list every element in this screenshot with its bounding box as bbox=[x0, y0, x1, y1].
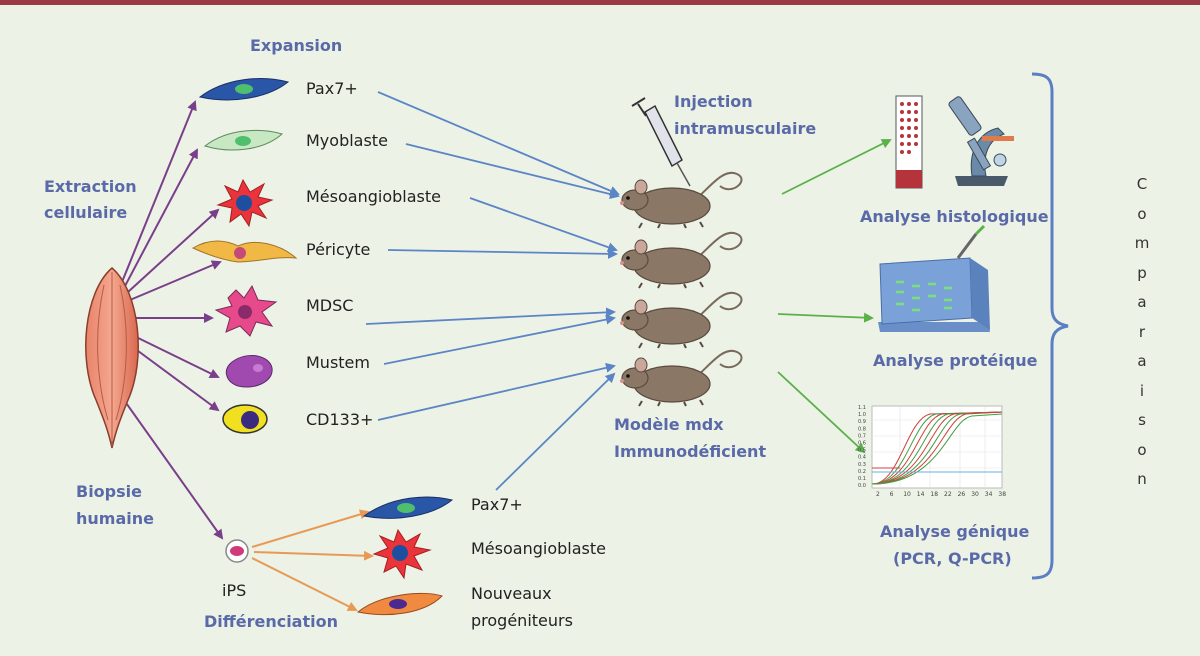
comparison-letter: n bbox=[1137, 470, 1147, 488]
comparison-letter: a bbox=[1137, 352, 1147, 370]
heading-differentiation: Différenciation bbox=[204, 612, 338, 631]
heading-model-1: Modèle mdx bbox=[614, 415, 724, 434]
pcr-x-tick: 26 bbox=[958, 491, 966, 498]
comparison-letter: o bbox=[1137, 204, 1147, 223]
ips-cell-mesoangioblaste-icon bbox=[372, 528, 432, 580]
cell-mesoangioblaste-icon bbox=[216, 178, 274, 228]
pcr-y-tick: 0.0 bbox=[858, 483, 866, 489]
cell-pax7-icon bbox=[198, 78, 290, 101]
heading-biopsy-1: Biopsie bbox=[76, 482, 142, 501]
top-bar bbox=[0, 0, 1200, 5]
syringe-icon bbox=[631, 97, 691, 187]
ips-cell-progenitor-icon bbox=[356, 592, 443, 616]
comparison-letter: s bbox=[1138, 411, 1146, 429]
ips-cell-icon bbox=[225, 539, 249, 563]
cell-label-mdsc: MDSC bbox=[306, 296, 354, 315]
pcr-x-tick: 2 bbox=[876, 491, 880, 498]
cell-label-mesoangioblaste: Mésoangioblaste bbox=[306, 187, 441, 206]
ips-cell-pax7-icon bbox=[362, 496, 454, 519]
pcr-x-tick: 22 bbox=[944, 491, 952, 498]
arrow-to-cd133 bbox=[129, 344, 220, 412]
mouse-4-icon bbox=[619, 349, 743, 407]
pcr-y-tick: 0.3 bbox=[858, 462, 866, 468]
pcr-x-tick: 6 bbox=[890, 491, 894, 498]
ips-label-mesoangioblaste: Mésoangioblaste bbox=[471, 539, 606, 558]
cell-label-pericyte: Péricyte bbox=[306, 240, 371, 259]
extraction-arrows bbox=[121, 100, 224, 540]
arrow-to-pericyte bbox=[129, 260, 222, 301]
slide-icon bbox=[895, 95, 923, 189]
heading-injection-2: intramusculaire bbox=[674, 119, 817, 138]
injection-arrows bbox=[365, 91, 620, 491]
mouse-2-icon bbox=[619, 231, 743, 289]
differentiation-arrows bbox=[251, 509, 374, 611]
arrow-to-mesoangioblaste bbox=[127, 208, 220, 293]
cell-label-myoblaste: Myoblaste bbox=[306, 131, 388, 150]
pcr-x-tick: 10 bbox=[903, 491, 911, 498]
pcr-y-tick: 0.9 bbox=[858, 419, 866, 425]
arrow-to-ips bbox=[123, 399, 224, 540]
pcr-x-tick: 14 bbox=[917, 491, 925, 498]
pcr-x-tick: 30 bbox=[971, 491, 979, 498]
comparison-letter: m bbox=[1134, 234, 1150, 252]
pcr-y-tick: 0.2 bbox=[858, 469, 866, 475]
comparison-letter: r bbox=[1138, 322, 1146, 341]
pcr-y-tick: 1.1 bbox=[858, 405, 866, 411]
arrow-to-pax7 bbox=[121, 100, 197, 283]
ips-label-progeniteurs: progéniteurs bbox=[471, 611, 573, 630]
heading-model-2: Immunodéficient bbox=[614, 442, 767, 461]
comparison-bracket bbox=[1031, 72, 1069, 580]
heading-biopsy-2: humaine bbox=[76, 509, 154, 528]
cell-pericyte-icon bbox=[191, 240, 298, 263]
pcr-y-tick: 0.8 bbox=[858, 426, 866, 432]
cell-cd133-icon bbox=[222, 404, 268, 434]
arrow-to-myoblaste bbox=[124, 148, 198, 287]
comparison-letter: C bbox=[1136, 175, 1148, 193]
cell-mustem-icon bbox=[225, 354, 273, 388]
comparison-letter: o bbox=[1137, 440, 1147, 459]
ips-label: iPS bbox=[222, 581, 247, 600]
comparison-letter: a bbox=[1137, 293, 1147, 311]
pcr-y-tick: 0.7 bbox=[858, 433, 866, 439]
mouse-1-icon bbox=[619, 171, 743, 229]
comparison-letter: p bbox=[1137, 263, 1147, 282]
ips-label-pax7: Pax7+ bbox=[471, 495, 523, 514]
heading-gene-2: (PCR, Q-PCR) bbox=[893, 549, 1012, 568]
pcr-y-axis: 1.11.00.90.80.7 0.60.50.40.30.20.10.0 bbox=[858, 405, 866, 489]
pcr-y-tick: 1.0 bbox=[858, 412, 866, 418]
protein-gel-icon bbox=[878, 224, 990, 332]
mouse-3-icon bbox=[619, 291, 743, 349]
pcr-y-tick: 0.1 bbox=[858, 476, 866, 482]
microscope-icon bbox=[948, 96, 1014, 186]
analysis-arrows bbox=[777, 139, 892, 454]
heading-protein: Analyse protéique bbox=[873, 351, 1038, 370]
heading-histology: Analyse histologique bbox=[860, 207, 1049, 226]
muscle-icon bbox=[85, 267, 139, 449]
pcr-y-tick: 0.6 bbox=[858, 441, 866, 447]
heading-extraction-1: Extraction bbox=[44, 177, 137, 196]
cell-mdsc-icon bbox=[214, 284, 278, 337]
pcr-chart-icon bbox=[871, 405, 1003, 489]
cell-label-mustem: Mustem bbox=[306, 353, 370, 372]
heading-extraction-2: cellulaire bbox=[44, 203, 128, 222]
ips-label-nouveaux: Nouveaux bbox=[471, 584, 552, 603]
heading-expansion: Expansion bbox=[250, 36, 343, 55]
comparison-letter: i bbox=[1139, 381, 1145, 400]
heading-gene-1: Analyse génique bbox=[880, 522, 1030, 541]
pcr-y-tick: 0.4 bbox=[858, 455, 866, 461]
pcr-x-tick: 18 bbox=[930, 491, 938, 498]
heading-injection-1: Injection bbox=[674, 92, 753, 111]
pcr-x-tick: 34 bbox=[985, 491, 993, 498]
arrow-to-mustem bbox=[131, 334, 220, 378]
pcr-x-tick: 38 bbox=[998, 491, 1006, 498]
cell-myoblaste-icon bbox=[203, 129, 284, 151]
cell-label-pax7: Pax7+ bbox=[306, 79, 358, 98]
cell-label-cd133: CD133+ bbox=[306, 410, 374, 429]
pcr-y-tick: 0.5 bbox=[858, 448, 866, 454]
